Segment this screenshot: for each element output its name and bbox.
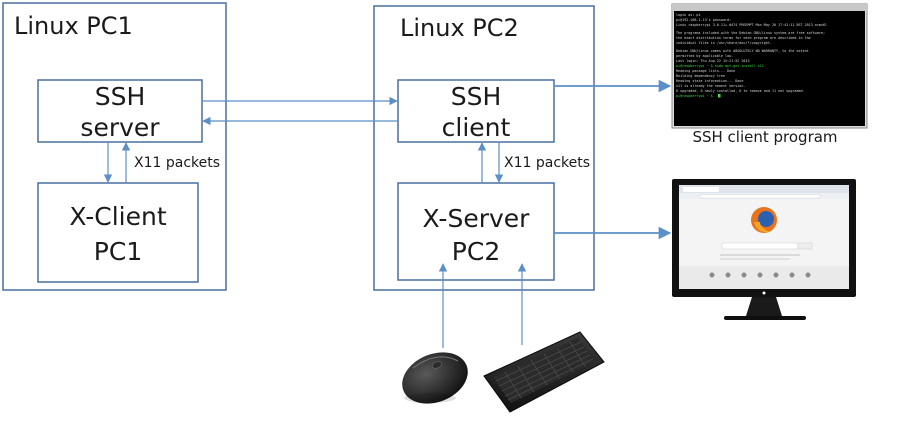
node-x-client-line1: X-Client [69, 202, 166, 231]
node-x-server-line2: PC2 [452, 237, 500, 266]
svg-text:Building dependency tree: Building dependency tree [676, 74, 725, 78]
svg-text:0 upgraded, 0 newly installed,: 0 upgraded, 0 newly installed, 0 to remo… [676, 89, 805, 93]
svg-text:pi@raspberrypi ~ $ sudo apt-ge: pi@raspberrypi ~ $ sudo apt-get install … [676, 64, 764, 68]
container-linux-pc1: Linux PC1 [2, 2, 227, 291]
svg-text:Linux raspberrypi 3.6.11+ #474: Linux raspberrypi 3.6.11+ #474 PREEMPT M… [676, 23, 827, 27]
svg-text:Last login: Thu Aug 22 15:21:5: Last login: Thu Aug 22 15:21:52 2013 [676, 59, 750, 63]
node-x-server-line1: X-Server [423, 204, 531, 233]
edge-label-x11-pc2: X11 packets [504, 155, 590, 171]
node-ssh-client-line2: client [442, 113, 511, 142]
svg-text:x11 is already the newest vers: x11 is already the newest version. [676, 84, 745, 88]
caption-terminal: SSH client program [692, 128, 837, 146]
svg-text:pi@raspberrypi ~ $: pi@raspberrypi ~ $ [676, 94, 713, 98]
svg-text:the exact distribution terms f: the exact distribution terms for each pr… [676, 36, 811, 40]
svg-text:login as: pi: login as: pi [676, 13, 701, 17]
node-x-client-line2: PC1 [94, 237, 142, 266]
svg-text:individual files in /usr/share: individual files in /usr/share/doc/*/cop… [676, 41, 772, 45]
keyboard-icon [483, 331, 605, 413]
edge-label-x11-pc1: X11 packets [134, 155, 220, 171]
node-ssh-client-line1: SSH [451, 82, 502, 111]
edges [103, 79, 672, 348]
svg-text:Debian GNU/Linux comes with AB: Debian GNU/Linux comes with ABSOLUTELY N… [676, 49, 809, 53]
node-x-client: X-Client PC1 [37, 182, 199, 283]
container-linux-pc2: Linux PC2 [373, 5, 595, 291]
node-x-server: X-Server PC2 [397, 182, 555, 281]
node-ssh-server: SSH server [37, 79, 203, 143]
node-ssh-client: SSH client [397, 79, 555, 143]
svg-text:pi@192.168.1.13's password:: pi@192.168.1.13's password: [676, 18, 731, 22]
container-title-pc2: Linux PC2 [400, 14, 519, 42]
svg-text:The programs included with the: The programs included with the Debian GN… [676, 31, 825, 35]
mouse-icon [402, 352, 468, 404]
svg-text:permitted by applicable law.: permitted by applicable law. [676, 54, 733, 58]
svg-text:Reading package lists... Done: Reading package lists... Done [676, 69, 735, 73]
monitor-browser-icon [672, 179, 856, 320]
container-title-pc1: Linux PC1 [14, 12, 133, 40]
node-ssh-server-line1: SSH [95, 82, 146, 111]
terminal-window-icon: login as: pi pi@192.168.1.13's password:… [671, 3, 868, 129]
svg-text:Reading state information... D: Reading state information... Done [676, 79, 743, 83]
node-ssh-server-line2: server [80, 113, 160, 142]
